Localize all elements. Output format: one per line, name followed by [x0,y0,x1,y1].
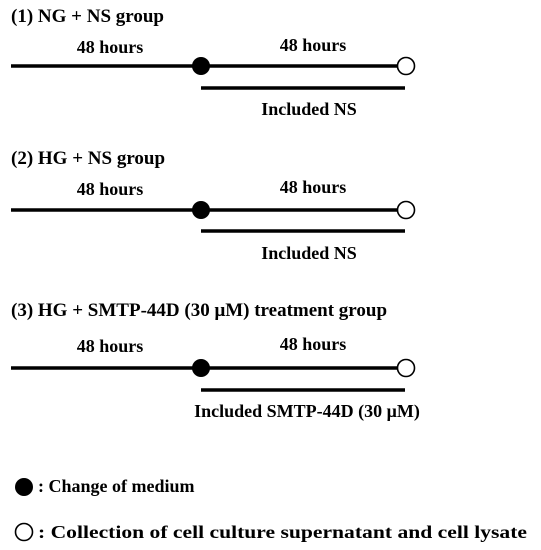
group-3-collection-marker [396,358,416,378]
group-3-phase2-label: 48 hours [280,334,347,354]
group-3-treatment-label: Included SMTP-44D (30 μM) [194,401,420,422]
group-2-phase2-label: 48 hours [280,177,347,197]
group-1: (1) NG + NS group 48 hours 48 hours Incl… [11,6,416,119]
group-1-phase1-label: 48 hours [77,37,144,57]
group-1-treatment-label: Included NS [261,99,357,119]
legend-collection-label: : Collection of cell culture supernatant… [38,522,527,542]
group-2-medium-change-marker [192,201,210,219]
group-2-title: (2) HG + NS group [11,148,165,169]
group-1-medium-change-marker [192,57,210,75]
group-1-collection-marker [396,56,416,76]
legend-open-circle-icon [14,522,34,542]
legend: : Change of medium : Collection of cell … [14,476,527,542]
legend-filled-circle-icon [15,478,33,496]
group-3-title: (3) HG + SMTP-44D (30 μM) treatment grou… [11,300,387,321]
group-3-medium-change-marker [192,359,210,377]
group-3: (3) HG + SMTP-44D (30 μM) treatment grou… [11,300,420,422]
group-1-title: (1) NG + NS group [11,6,164,27]
group-1-phase2-label: 48 hours [280,35,347,55]
group-2: (2) HG + NS group 48 hours 48 hours Incl… [11,148,416,263]
group-2-collection-marker [396,200,416,220]
group-3-phase1-label: 48 hours [77,336,144,356]
legend-medium-change-label: : Change of medium [38,476,195,496]
group-2-treatment-label: Included NS [261,243,357,263]
group-2-phase1-label: 48 hours [77,179,144,199]
